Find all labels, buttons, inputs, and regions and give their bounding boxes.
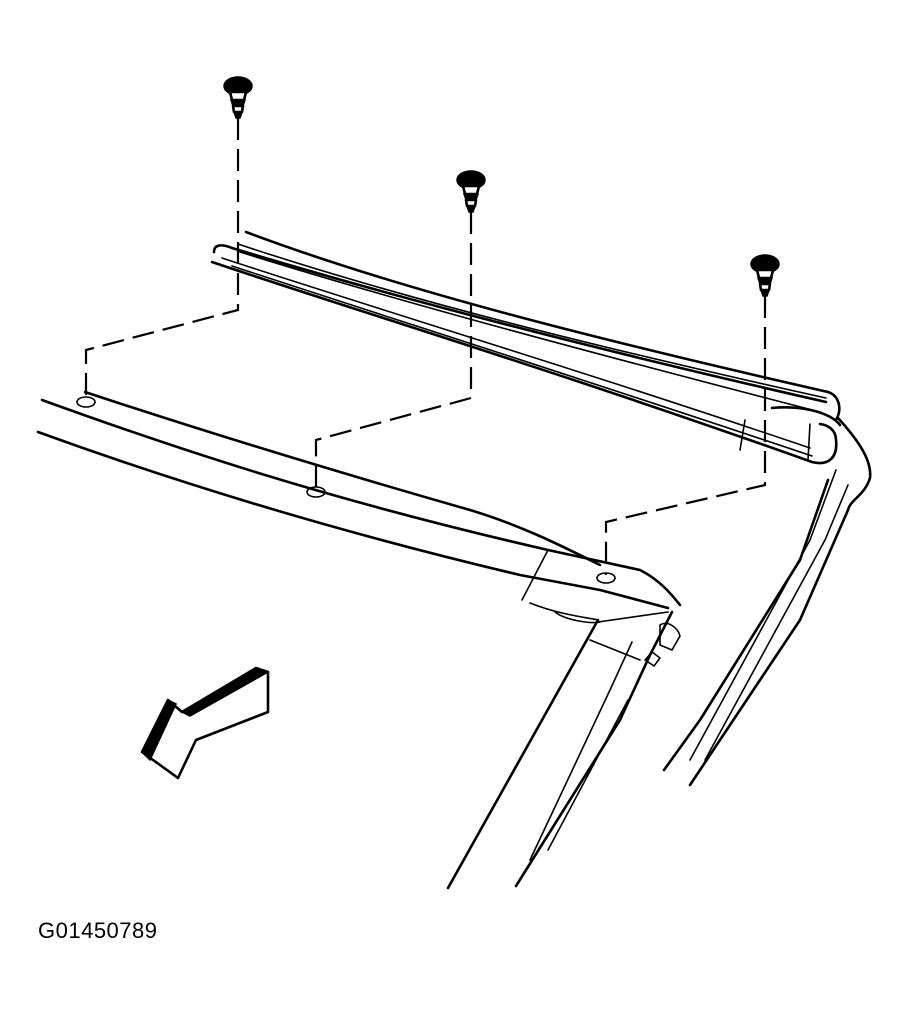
mount-hole-1 [76, 396, 96, 408]
screw-icon [750, 254, 780, 297]
screw-icon [456, 170, 486, 213]
direction-arrow-icon [140, 666, 270, 780]
figure-id-label: G01450789 [38, 918, 158, 943]
mount-hole-2 [306, 486, 326, 498]
reveal-molding [210, 230, 841, 465]
mount-hole-3 [596, 572, 616, 584]
a-pillar-left [446, 610, 681, 890]
mounting-holes [76, 396, 616, 584]
screw-icon [223, 76, 253, 119]
cowl-panel [36, 390, 682, 621]
a-pillar-right [662, 406, 872, 787]
alignment-lines [84, 118, 767, 575]
